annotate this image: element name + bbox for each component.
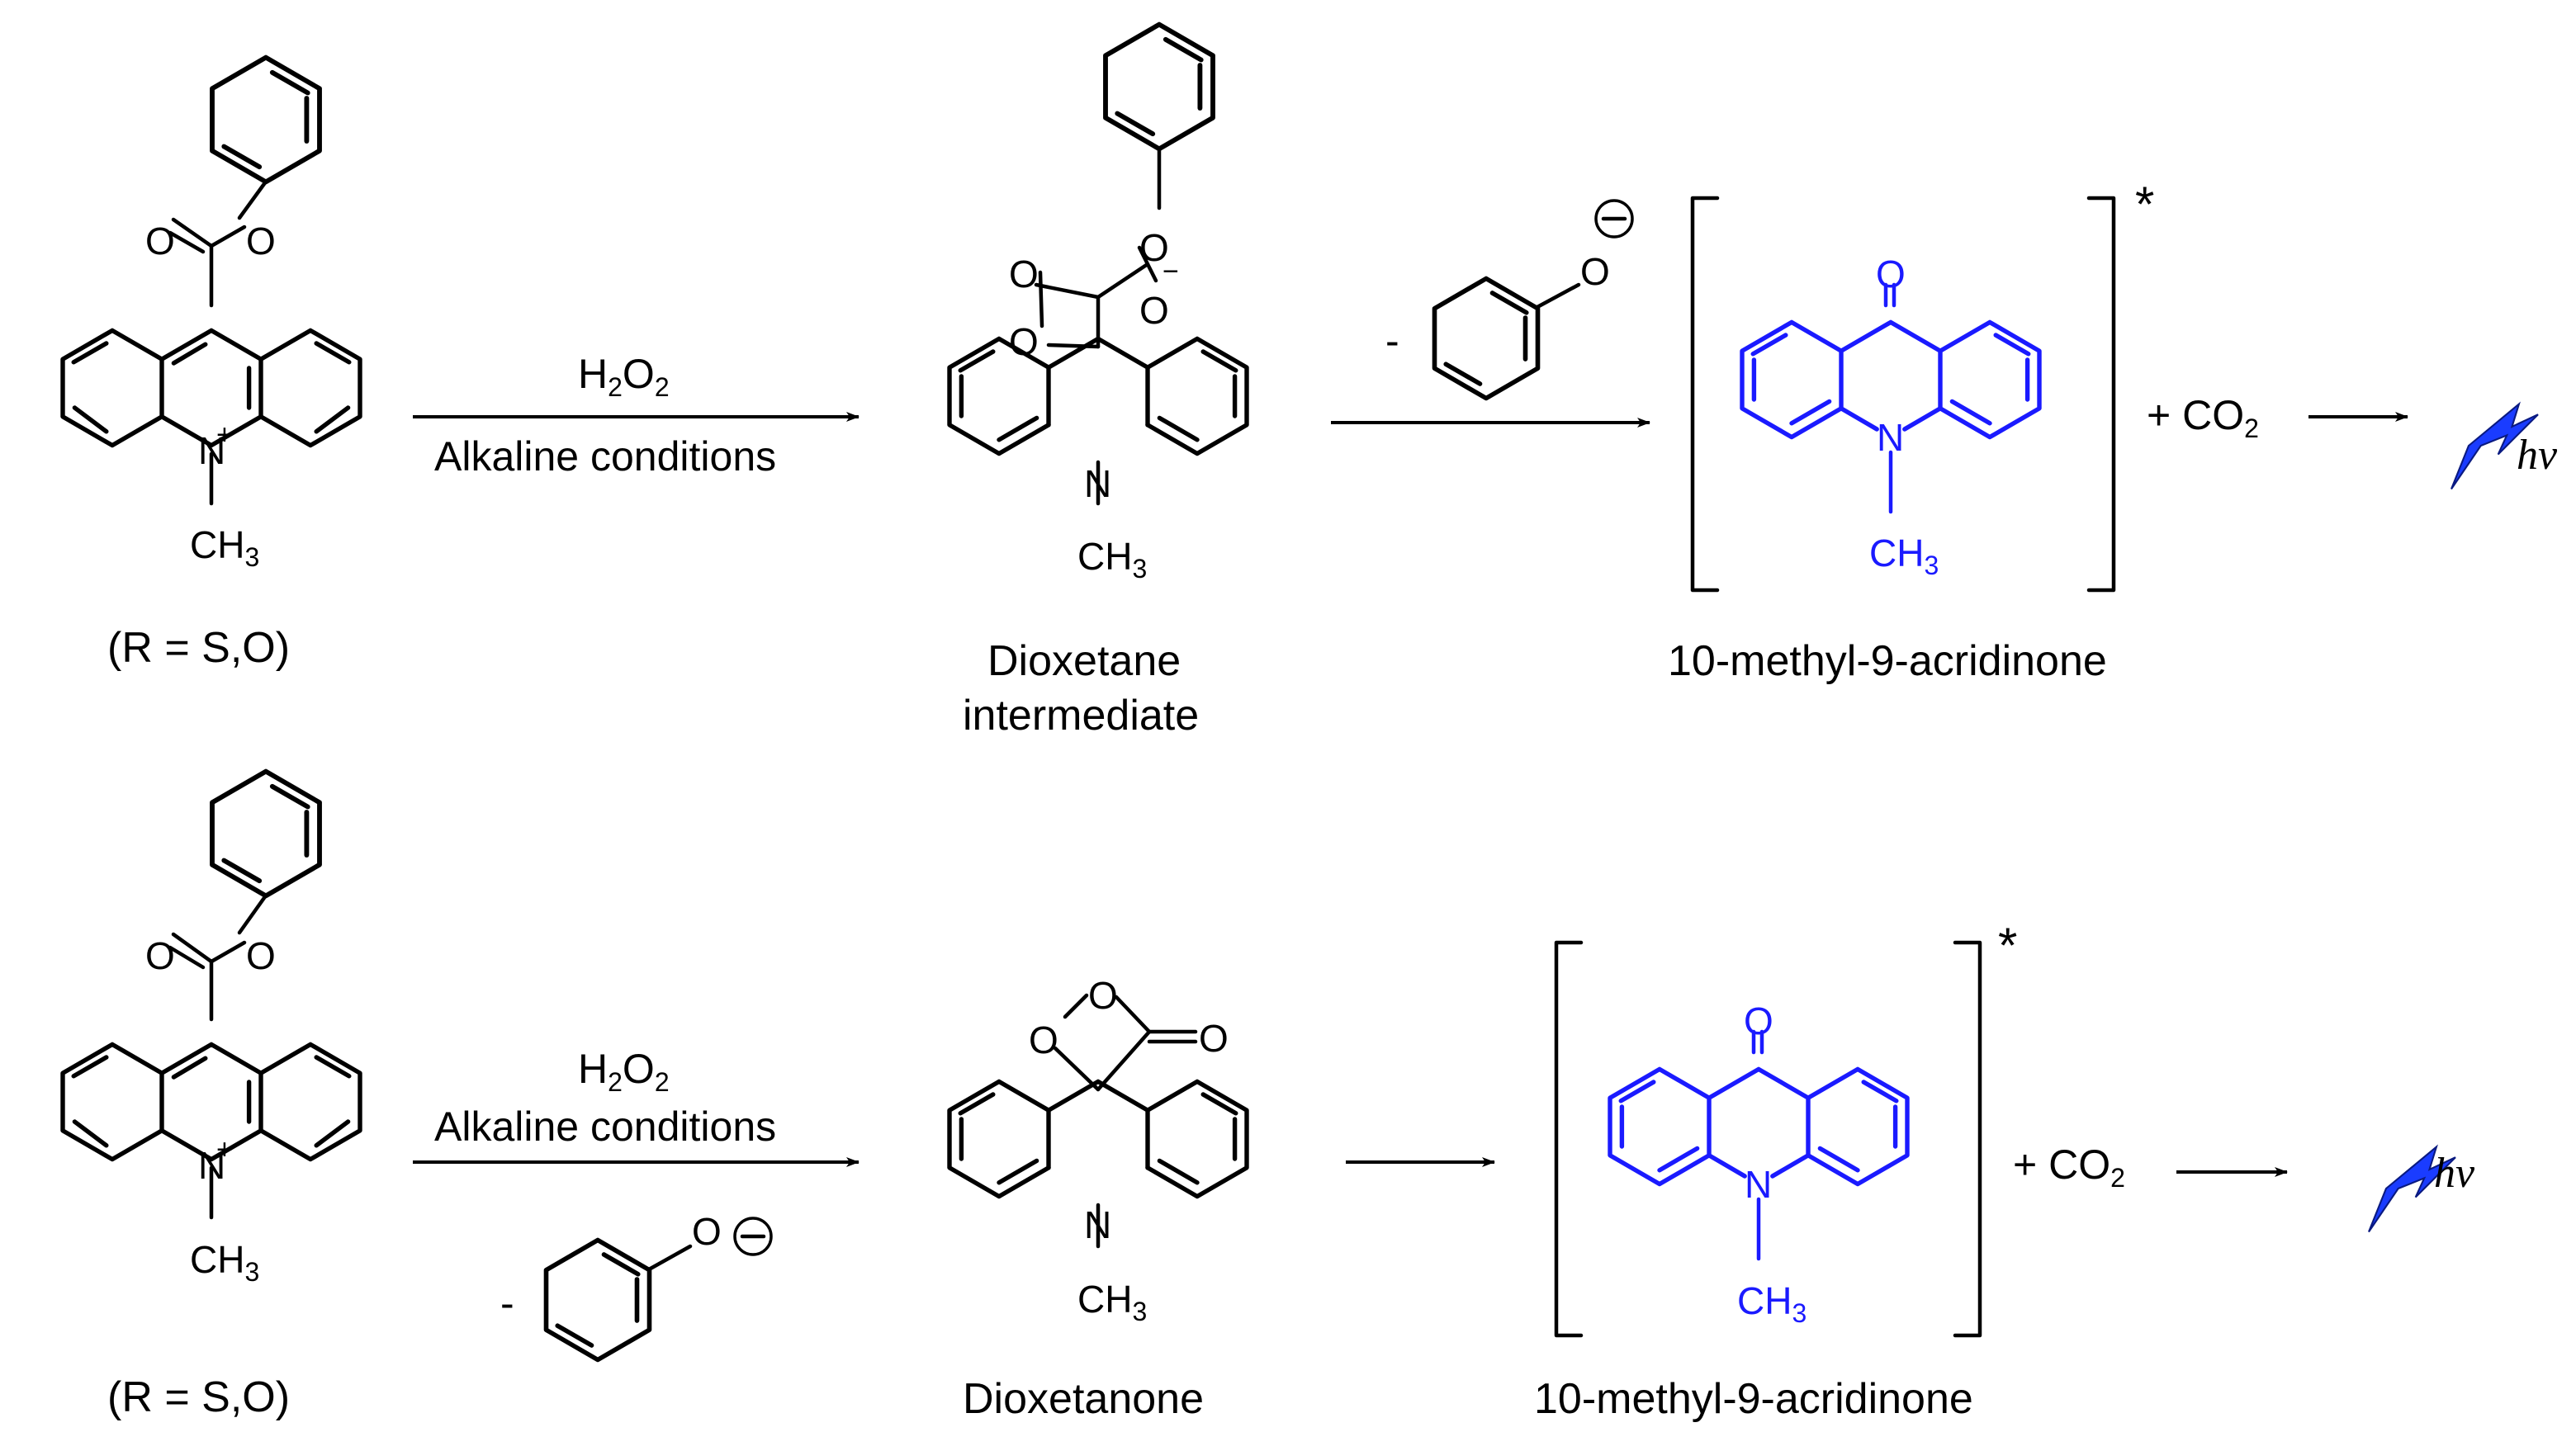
- r-label-2: (R = S,O): [107, 1373, 290, 1421]
- phenolate-leaving-group: [547, 1241, 650, 1360]
- svg-text:CH3: CH3: [190, 523, 259, 572]
- product-label-2: 10-methyl-9-acridinone: [1534, 1375, 1973, 1423]
- co2-subscript: 2: [2110, 1163, 2125, 1193]
- excited-state-star-2: *: [1998, 918, 2017, 973]
- carbonyl-oxygen: O: [1876, 253, 1906, 295]
- intermediate-label-line1: Dioxetane: [987, 637, 1181, 685]
- reagent-sub-2a: 2: [608, 372, 623, 402]
- carbon: C: [1737, 1279, 1764, 1322]
- nitrogen: N: [198, 1144, 225, 1187]
- subscript-3: 3: [1792, 1298, 1807, 1328]
- subscript-3: 3: [1132, 1297, 1147, 1326]
- ring-oxygen-2: O: [1029, 1018, 1058, 1061]
- hydrogen: H: [1105, 1278, 1132, 1321]
- product-acridinone-1: * O N CH3 10-methyl-9-acridinone: [1668, 177, 2154, 685]
- subscript-3: 3: [1132, 554, 1147, 584]
- reactant-acridinium-1: O O N + CH3 (R = S,O): [60, 58, 362, 672]
- subscript-3: 3: [244, 542, 259, 572]
- reagent-h: H: [578, 1046, 608, 1092]
- reagent-h: H: [578, 351, 608, 397]
- hydrogen: H: [217, 523, 244, 566]
- nitrogen: N: [1877, 416, 1904, 459]
- carbon: C: [1077, 1278, 1105, 1321]
- svg-text:CH3: CH3: [1077, 535, 1147, 584]
- negative-charge-circle: [1594, 199, 1634, 239]
- subscript-3: 3: [244, 1257, 259, 1287]
- carbon: C: [1869, 532, 1896, 574]
- subscript-3: 3: [1924, 551, 1939, 580]
- intermediate-label-2: Dioxetanone: [963, 1375, 1204, 1423]
- reagent-o: O: [623, 1046, 655, 1092]
- negative-charge: −: [1163, 256, 1179, 287]
- nitrogen: N: [198, 429, 225, 472]
- negative-charge-circle: [733, 1217, 773, 1256]
- dioxetane-intermediate: O − O O O N CH3 Dioxetane intermediate: [949, 25, 1247, 740]
- condition-alkaline-2: Alkaline conditions: [434, 1104, 776, 1150]
- ester-oxygen: O: [246, 934, 276, 977]
- ring-oxygen-1: O: [1088, 974, 1118, 1017]
- reagent-o: O: [623, 351, 655, 397]
- oxide-oxygen: O: [1139, 289, 1169, 332]
- reagent-sub-2b: 2: [655, 1067, 670, 1097]
- phenolate-oxygen: O: [692, 1210, 722, 1253]
- co2-text: + CO: [2013, 1141, 2110, 1188]
- nitrogen: N: [1084, 462, 1111, 505]
- nitrogen: N: [1084, 1203, 1111, 1246]
- co2-text: + CO: [2147, 392, 2244, 438]
- svg-text:CH3: CH3: [1737, 1279, 1807, 1328]
- svg-text:CH3: CH3: [1077, 1278, 1147, 1326]
- arrow-reaction-2: - O: [1331, 199, 1650, 428]
- co2-subscript: 2: [2244, 414, 2259, 443]
- co2-and-light-2: + CO2 hv: [2013, 1141, 2475, 1233]
- reagent-sub-2b: 2: [655, 372, 670, 402]
- hydrogen: H: [1105, 535, 1132, 578]
- peroxide-oxygen-2: O: [1009, 320, 1039, 363]
- minus-sign-1: -: [1385, 318, 1399, 364]
- svg-text:H2O2: H2O2: [578, 1046, 670, 1097]
- carbon: C: [190, 523, 217, 566]
- reactant-acridinium-2: O O N + CH3 (R = S,O): [60, 772, 362, 1421]
- phenolate-leaving-group: [1435, 279, 1538, 399]
- hydrogen: H: [1896, 532, 1924, 574]
- minus-sign-2: -: [500, 1280, 514, 1326]
- carbon: C: [190, 1238, 217, 1281]
- svg-text:CH3: CH3: [1869, 532, 1939, 580]
- svg-text:H2O2: H2O2: [578, 351, 670, 402]
- hydrogen: H: [1764, 1279, 1792, 1322]
- phenolate-oxygen: O: [1580, 250, 1610, 293]
- carbonyl-oxygen: O: [1744, 1000, 1773, 1042]
- carbonyl-oxygen: O: [145, 934, 175, 977]
- carbon: C: [1077, 535, 1105, 578]
- product-label-1: 10-methyl-9-acridinone: [1668, 637, 2107, 685]
- ester-oxygen: O: [246, 220, 276, 262]
- reagent-sub-2a: 2: [608, 1067, 623, 1097]
- hv-label-2: hv: [2434, 1150, 2475, 1197]
- co2-and-light-1: + CO2 hv: [2147, 392, 2558, 490]
- dioxetanone: O O O N CH3 Dioxetanone: [949, 974, 1247, 1423]
- condition-alkaline-1: Alkaline conditions: [434, 433, 776, 480]
- r-label-1: (R = S,O): [107, 624, 290, 672]
- hv-label-1: hv: [2517, 432, 2558, 479]
- arrow-reaction-1: H2O2 Alkaline conditions: [413, 351, 859, 480]
- svg-text:+ CO2: + CO2: [2013, 1141, 2125, 1193]
- positive-charge: +: [216, 419, 233, 451]
- product-acridinone-2: * O N CH3 10-methyl-9-acridinone: [1534, 918, 2017, 1423]
- intermediate-label-line2: intermediate: [963, 692, 1199, 740]
- excited-state-star-1: *: [2135, 177, 2154, 232]
- positive-charge: +: [216, 1134, 233, 1165]
- carbonyl-oxygen: O: [145, 220, 175, 262]
- svg-text:+ CO2: + CO2: [2147, 392, 2259, 443]
- arrow-reaction-3: H2O2 Alkaline conditions - O: [413, 1046, 859, 1360]
- carbonyl-oxygen: O: [1199, 1017, 1229, 1060]
- nitrogen: N: [1745, 1163, 1772, 1206]
- ether-oxygen: O: [1139, 226, 1169, 269]
- peroxide-oxygen-1: O: [1009, 253, 1039, 295]
- hydrogen: H: [217, 1238, 244, 1281]
- svg-text:CH3: CH3: [190, 1238, 259, 1287]
